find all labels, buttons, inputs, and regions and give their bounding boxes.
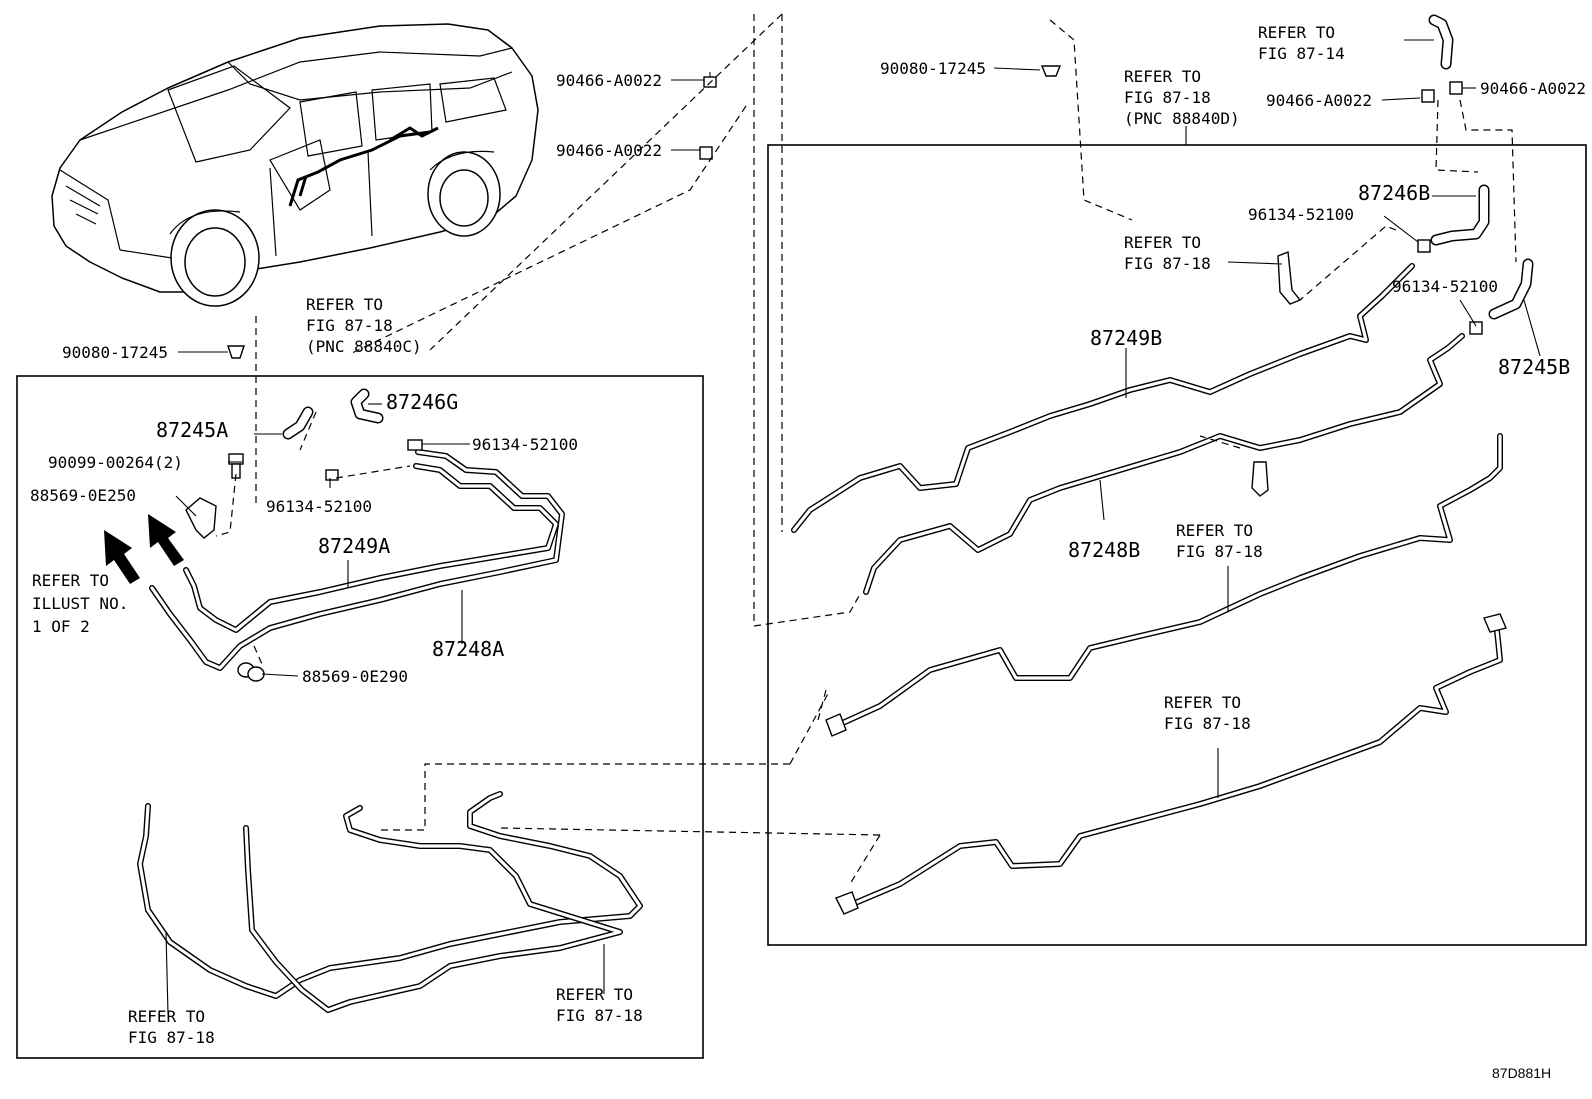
label-87249b: 87249B <box>1090 326 1162 350</box>
clip-96134-left-upper <box>407 439 423 451</box>
nut-90466-icon-2 <box>699 146 713 160</box>
label-96134-52100-2: 96134-52100 <box>1392 277 1498 296</box>
refer-fig-87-18-mid: REFER TO FIG 87-18 <box>1176 521 1263 561</box>
clip-96134-right-lower <box>1469 321 1483 335</box>
nut-90466-icon-4 <box>1449 81 1463 95</box>
refer-fig-87-18-bottom-left-2: REFER TO FIG 87-18 <box>556 985 643 1025</box>
refer-fig-87-18-low: REFER TO FIG 87-18 <box>1164 693 1251 733</box>
connector-mid-left <box>825 713 847 737</box>
refer-illust-no-1-of-2: REFER TO ILLUST NO. 1 OF 2 <box>32 571 138 636</box>
label-90466-a0022-2: 90466-A0022 <box>556 141 662 160</box>
clip-90080-icon-top <box>1040 65 1062 77</box>
label-90080-17245-top: 90080-17245 <box>880 59 986 78</box>
bracket-88569-0e290-icon <box>237 662 265 682</box>
label-88569-0e290: 88569-0E290 <box>302 667 408 686</box>
refer-87-14-tube-icon <box>1428 14 1454 70</box>
clip-90080-icon-left <box>227 345 245 359</box>
label-90466-a0022-3: 90466-A0022 <box>1266 91 1372 110</box>
label-88569-0e250: 88569-0E250 <box>30 486 136 505</box>
diagram-code: 87D881H <box>1492 1065 1551 1081</box>
connector-top-right <box>1483 613 1507 633</box>
part-labels: 87249B 87248B 87246B 87245B 87249A 87248… <box>30 59 1586 1081</box>
clip-96134-right-upper <box>1417 239 1431 253</box>
refer-fig-87-18-pnc-88840d: REFER TO FIG 87-18 (PNC 88840D) <box>1124 67 1240 128</box>
label-87249a: 87249A <box>318 534 390 558</box>
tube-87248b <box>863 333 1465 595</box>
label-87245b: 87245B <box>1498 355 1570 379</box>
tube-refer-low <box>845 619 1503 909</box>
arrow-refer-illust-1 <box>104 530 140 584</box>
right-assembly-frame <box>767 144 1587 946</box>
clip-96134-left-lower <box>325 469 339 481</box>
refer-fig-87-14: REFER TO FIG 87-14 <box>1258 23 1345 63</box>
vehicle-illustration <box>51 23 539 307</box>
label-96134-52100-4: 96134-52100 <box>266 497 372 516</box>
label-87248b: 87248B <box>1068 538 1140 562</box>
refer-fig-87-18-bottom-left-1: REFER TO FIG 87-18 <box>128 1007 215 1047</box>
arrow-refer-illust-2 <box>148 514 184 566</box>
nut-90466-icon-1 <box>703 72 717 88</box>
hose-87246b <box>1430 184 1490 246</box>
label-90466-a0022-1: 90466-A0022 <box>556 71 662 90</box>
label-96134-52100-1: 96134-52100 <box>1248 205 1354 224</box>
label-90466-a0022-4: 90466-A0022 <box>1480 79 1586 98</box>
left-assembly <box>104 388 565 682</box>
right-assembly <box>791 14 1534 915</box>
label-87245a: 87245A <box>156 418 228 442</box>
label-96134-52100-3: 96134-52100 <box>472 435 578 454</box>
label-90099-00264: 90099-00264(2) <box>48 453 183 472</box>
nut-90466-icon-3 <box>1421 89 1435 103</box>
bracket-refer-fig-87-18 <box>1277 251 1302 305</box>
dashed-connectors <box>215 13 1517 885</box>
left-assembly-frame <box>16 375 704 1059</box>
bracket-mid-icon <box>1251 461 1269 497</box>
refer-fig-87-18-pnc-88840c: REFER TO FIG 87-18 (PNC 88840C) <box>306 295 422 356</box>
leader-lines <box>165 39 1541 1015</box>
label-87246b: 87246B <box>1358 181 1430 205</box>
tube-87249b <box>791 263 1415 533</box>
refer-fig-87-18-bracket: REFER TO FIG 87-18 <box>1124 233 1211 273</box>
label-90080-17245-left: 90080-17245 <box>62 343 168 362</box>
label-87248a: 87248A <box>432 637 504 661</box>
connector-low-left <box>835 891 859 915</box>
reference-notes: REFER TO FIG 87-14 REFER TO FIG 87-18 (P… <box>32 23 1345 1047</box>
label-87246g: 87246G <box>386 390 458 414</box>
tube-refer-mid <box>833 433 1503 729</box>
tube-87248a <box>149 449 565 671</box>
tube-87249a <box>183 463 559 633</box>
bracket-88569-0e250-icon <box>185 497 217 539</box>
hose-87245b <box>1488 258 1534 320</box>
lower-left-tubes <box>137 791 643 1013</box>
hose-87245a <box>282 406 314 440</box>
hose-87246g <box>350 388 384 424</box>
